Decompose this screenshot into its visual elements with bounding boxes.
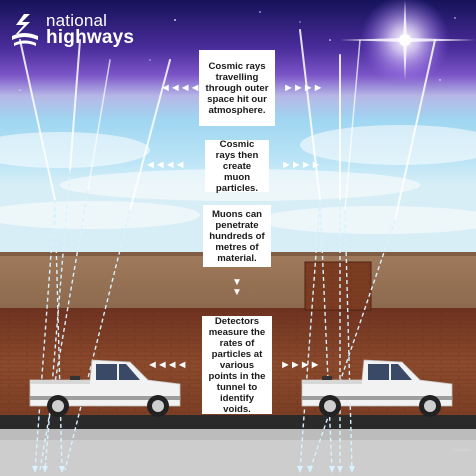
muons-penetrate-label: Muons can penetrate hundreds of metres o… <box>203 205 271 267</box>
left-arrows-2: ◄◄◄◄ <box>145 159 186 171</box>
stars <box>19 11 456 91</box>
muon-particles-label: Cosmic rays then create muon particles. <box>205 139 269 194</box>
right-arrows-3: ►►►► <box>280 359 321 371</box>
image-credit: 2310-0401 <box>452 448 469 452</box>
detectors-label: Detectors measure the rates of particles… <box>202 316 272 415</box>
down-arrow-1: ▼ <box>232 277 242 288</box>
national-highways-logo: national highways <box>10 10 140 50</box>
road <box>0 415 476 429</box>
truck-right <box>301 359 453 417</box>
cosmic-rays-label: Cosmic rays travelling through outer spa… <box>199 50 275 126</box>
logo-line1: national <box>46 11 108 30</box>
right-arrows-2: ►►►► <box>281 159 322 171</box>
down-arrow-2: ▼ <box>232 287 242 298</box>
muon-arrowheads <box>32 466 355 473</box>
truck-left <box>29 359 181 417</box>
right-arrows-1: ►►►► <box>283 82 324 94</box>
left-arrows-3: ◄◄◄◄ <box>147 359 188 371</box>
logo-mark-icon <box>12 14 38 46</box>
muon-paths <box>34 169 396 471</box>
logo-line2: highways <box>46 27 135 48</box>
left-arrows-1: ◄◄◄◄ <box>160 82 201 94</box>
cosmic-rays <box>19 29 436 221</box>
bright-star <box>340 0 476 85</box>
